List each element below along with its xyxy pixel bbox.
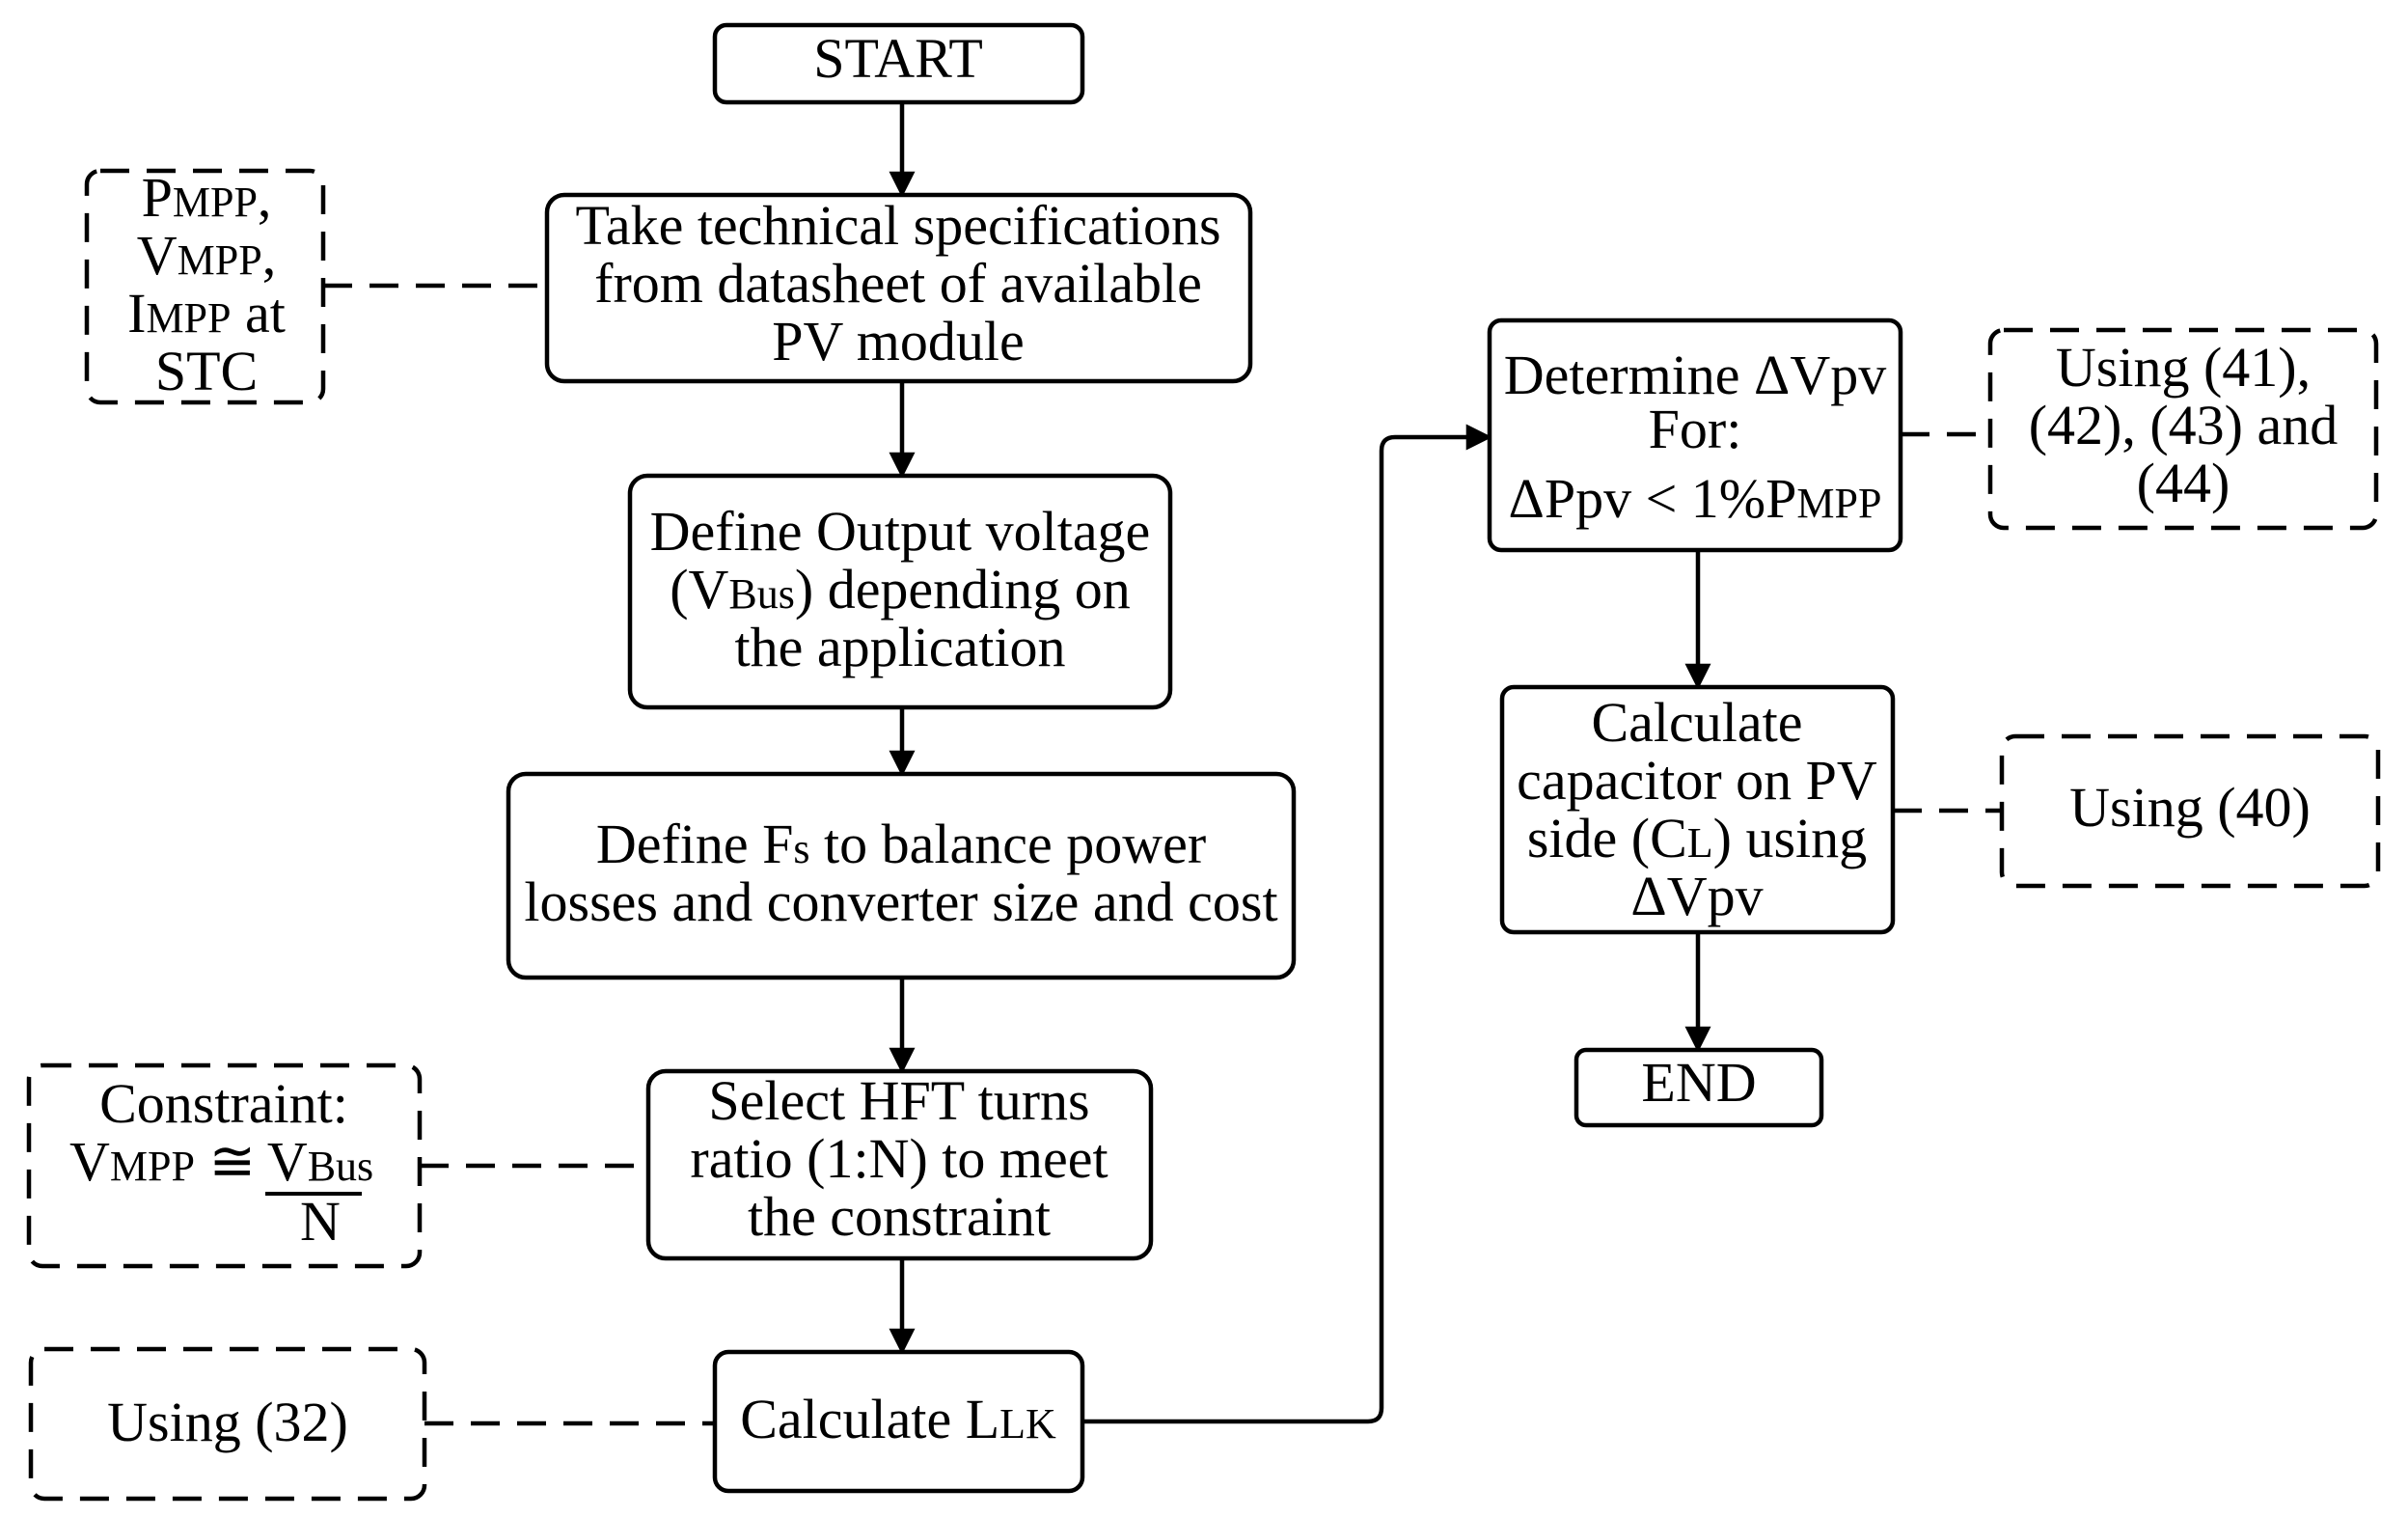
- note-constraint-line-1: Constraint:: [99, 1072, 348, 1135]
- define-fs-node: Define Fs to balance power losses and co…: [506, 771, 1297, 980]
- define-fs-line-1: Define Fs to balance power: [596, 813, 1206, 875]
- note-constraint-numerator: VBus: [267, 1130, 373, 1193]
- note-stc-v-post: ,: [262, 224, 277, 287]
- define-fs-post: to balance power: [810, 813, 1207, 875]
- note-stc-pmpp: PMPP,: [142, 166, 272, 229]
- note-constraint: Constraint: VMPP ≅ VBus N: [26, 1062, 423, 1269]
- dvpv-line-3-sub: MPP: [1796, 480, 1881, 527]
- note-stc: PMPP, VMPP, IMPP at STC: [84, 166, 326, 405]
- note-stc-impp: IMPP at: [127, 282, 286, 345]
- note-constraint-num-sub: Bus: [308, 1143, 373, 1190]
- define-output-line-1: Define Output voltage: [650, 500, 1151, 563]
- note-constraint-num: V: [267, 1130, 308, 1193]
- calc-cap-node: Calculate capacitor on PV side (CL) usin…: [1499, 684, 1896, 935]
- end-node: END: [1573, 1047, 1824, 1128]
- determine-dvpv-node: Determine ΔVpv For: ΔPpv < 1%PMPP: [1487, 317, 1903, 553]
- note-using40-label: Using (40): [2069, 776, 2311, 839]
- note-stc-i: I: [127, 282, 146, 345]
- end-label: END: [1641, 1051, 1756, 1114]
- dvpv-line-3-pre: ΔPpv < 1%P: [1509, 467, 1797, 530]
- note-stc-p: P: [142, 166, 173, 229]
- take-specs-line-2: from datasheet of available: [594, 252, 1202, 315]
- note-stc-i-post: at: [232, 282, 286, 345]
- define-output-open: (V: [670, 558, 728, 621]
- note-using41-line-3: (44): [2137, 452, 2230, 514]
- start-node: START: [712, 22, 1085, 105]
- note-using41: Using (41), (42), (43) and (44): [1987, 327, 2379, 531]
- select-hft-line-1: Select HFT turns: [708, 1069, 1089, 1132]
- define-output-line-3: the application: [734, 616, 1065, 678]
- calc-llk-pre: Calculate L: [740, 1388, 999, 1450]
- take-specs-line-3: PV module: [772, 310, 1025, 372]
- note-using41-line-2: (42), (43) and: [2029, 394, 2339, 456]
- define-output-rest: ) depending on: [795, 558, 1131, 621]
- note-constraint-approx: ≅: [195, 1130, 256, 1193]
- cap-line-3-post: ) using: [1713, 807, 1868, 869]
- note-stc-i-sub: MPP: [146, 294, 231, 342]
- define-output-line-2: (VBus) depending on: [670, 558, 1131, 621]
- cap-line-3-sub: L: [1687, 819, 1713, 867]
- note-stc-vmpp: VMPP,: [137, 224, 276, 287]
- calc-llk-node: Calculate LLK: [712, 1349, 1085, 1494]
- define-fs-pre: Define F: [596, 813, 794, 875]
- dvpv-line-2: For:: [1649, 398, 1742, 460]
- dvpv-line-1: Determine ΔVpv: [1504, 344, 1886, 406]
- note-stc-v: V: [137, 224, 178, 287]
- define-fs-line-2: losses and converter size and cost: [524, 870, 1277, 933]
- start-label: START: [813, 27, 983, 90]
- arrow-llk-to-dvpv: [1082, 424, 1492, 1424]
- cap-line-3: side (CL) using: [1527, 807, 1867, 869]
- take-specs-node: Take technical specifications from datas…: [544, 192, 1253, 384]
- note-stc-last: STC: [155, 340, 258, 402]
- define-output-bus-sub: Bus: [728, 570, 794, 618]
- take-specs-line-1: Take technical specifications: [575, 194, 1220, 257]
- cap-line-1: Calculate: [1591, 691, 1802, 754]
- note-using32: Using (32): [28, 1346, 427, 1502]
- note-using41-line-1: Using (41),: [2056, 336, 2311, 399]
- note-constraint-denominator: N: [300, 1190, 341, 1253]
- select-hft-line-3: the constraint: [748, 1185, 1051, 1248]
- define-output-node: Define Output voltage (VBus) depending o…: [627, 473, 1173, 710]
- define-fs-sub: s: [793, 825, 809, 872]
- cap-line-2: capacitor on PV: [1517, 749, 1877, 812]
- calc-llk-sub: LK: [999, 1400, 1056, 1448]
- note-constraint-v: V: [69, 1130, 110, 1193]
- note-constraint-lhs: VMPP ≅: [69, 1130, 256, 1193]
- note-constraint-v-sub: MPP: [110, 1143, 195, 1190]
- dvpv-line-3: ΔPpv < 1%PMPP: [1509, 467, 1882, 530]
- select-hft-node: Select HFT turns ratio (1:N) to meet the…: [645, 1068, 1154, 1261]
- cap-line-3-pre: side (C: [1527, 807, 1687, 869]
- calc-llk-label: Calculate LLK: [740, 1388, 1056, 1450]
- note-stc-p-post: ,: [258, 166, 272, 229]
- select-hft-line-2: ratio (1:N) to meet: [690, 1127, 1108, 1190]
- cap-line-4: ΔVpv: [1630, 865, 1763, 927]
- note-stc-p-sub: MPP: [173, 179, 258, 226]
- note-stc-v-sub: MPP: [178, 236, 262, 284]
- note-using40: Using (40): [1999, 733, 2381, 889]
- note-using32-label: Using (32): [107, 1391, 348, 1453]
